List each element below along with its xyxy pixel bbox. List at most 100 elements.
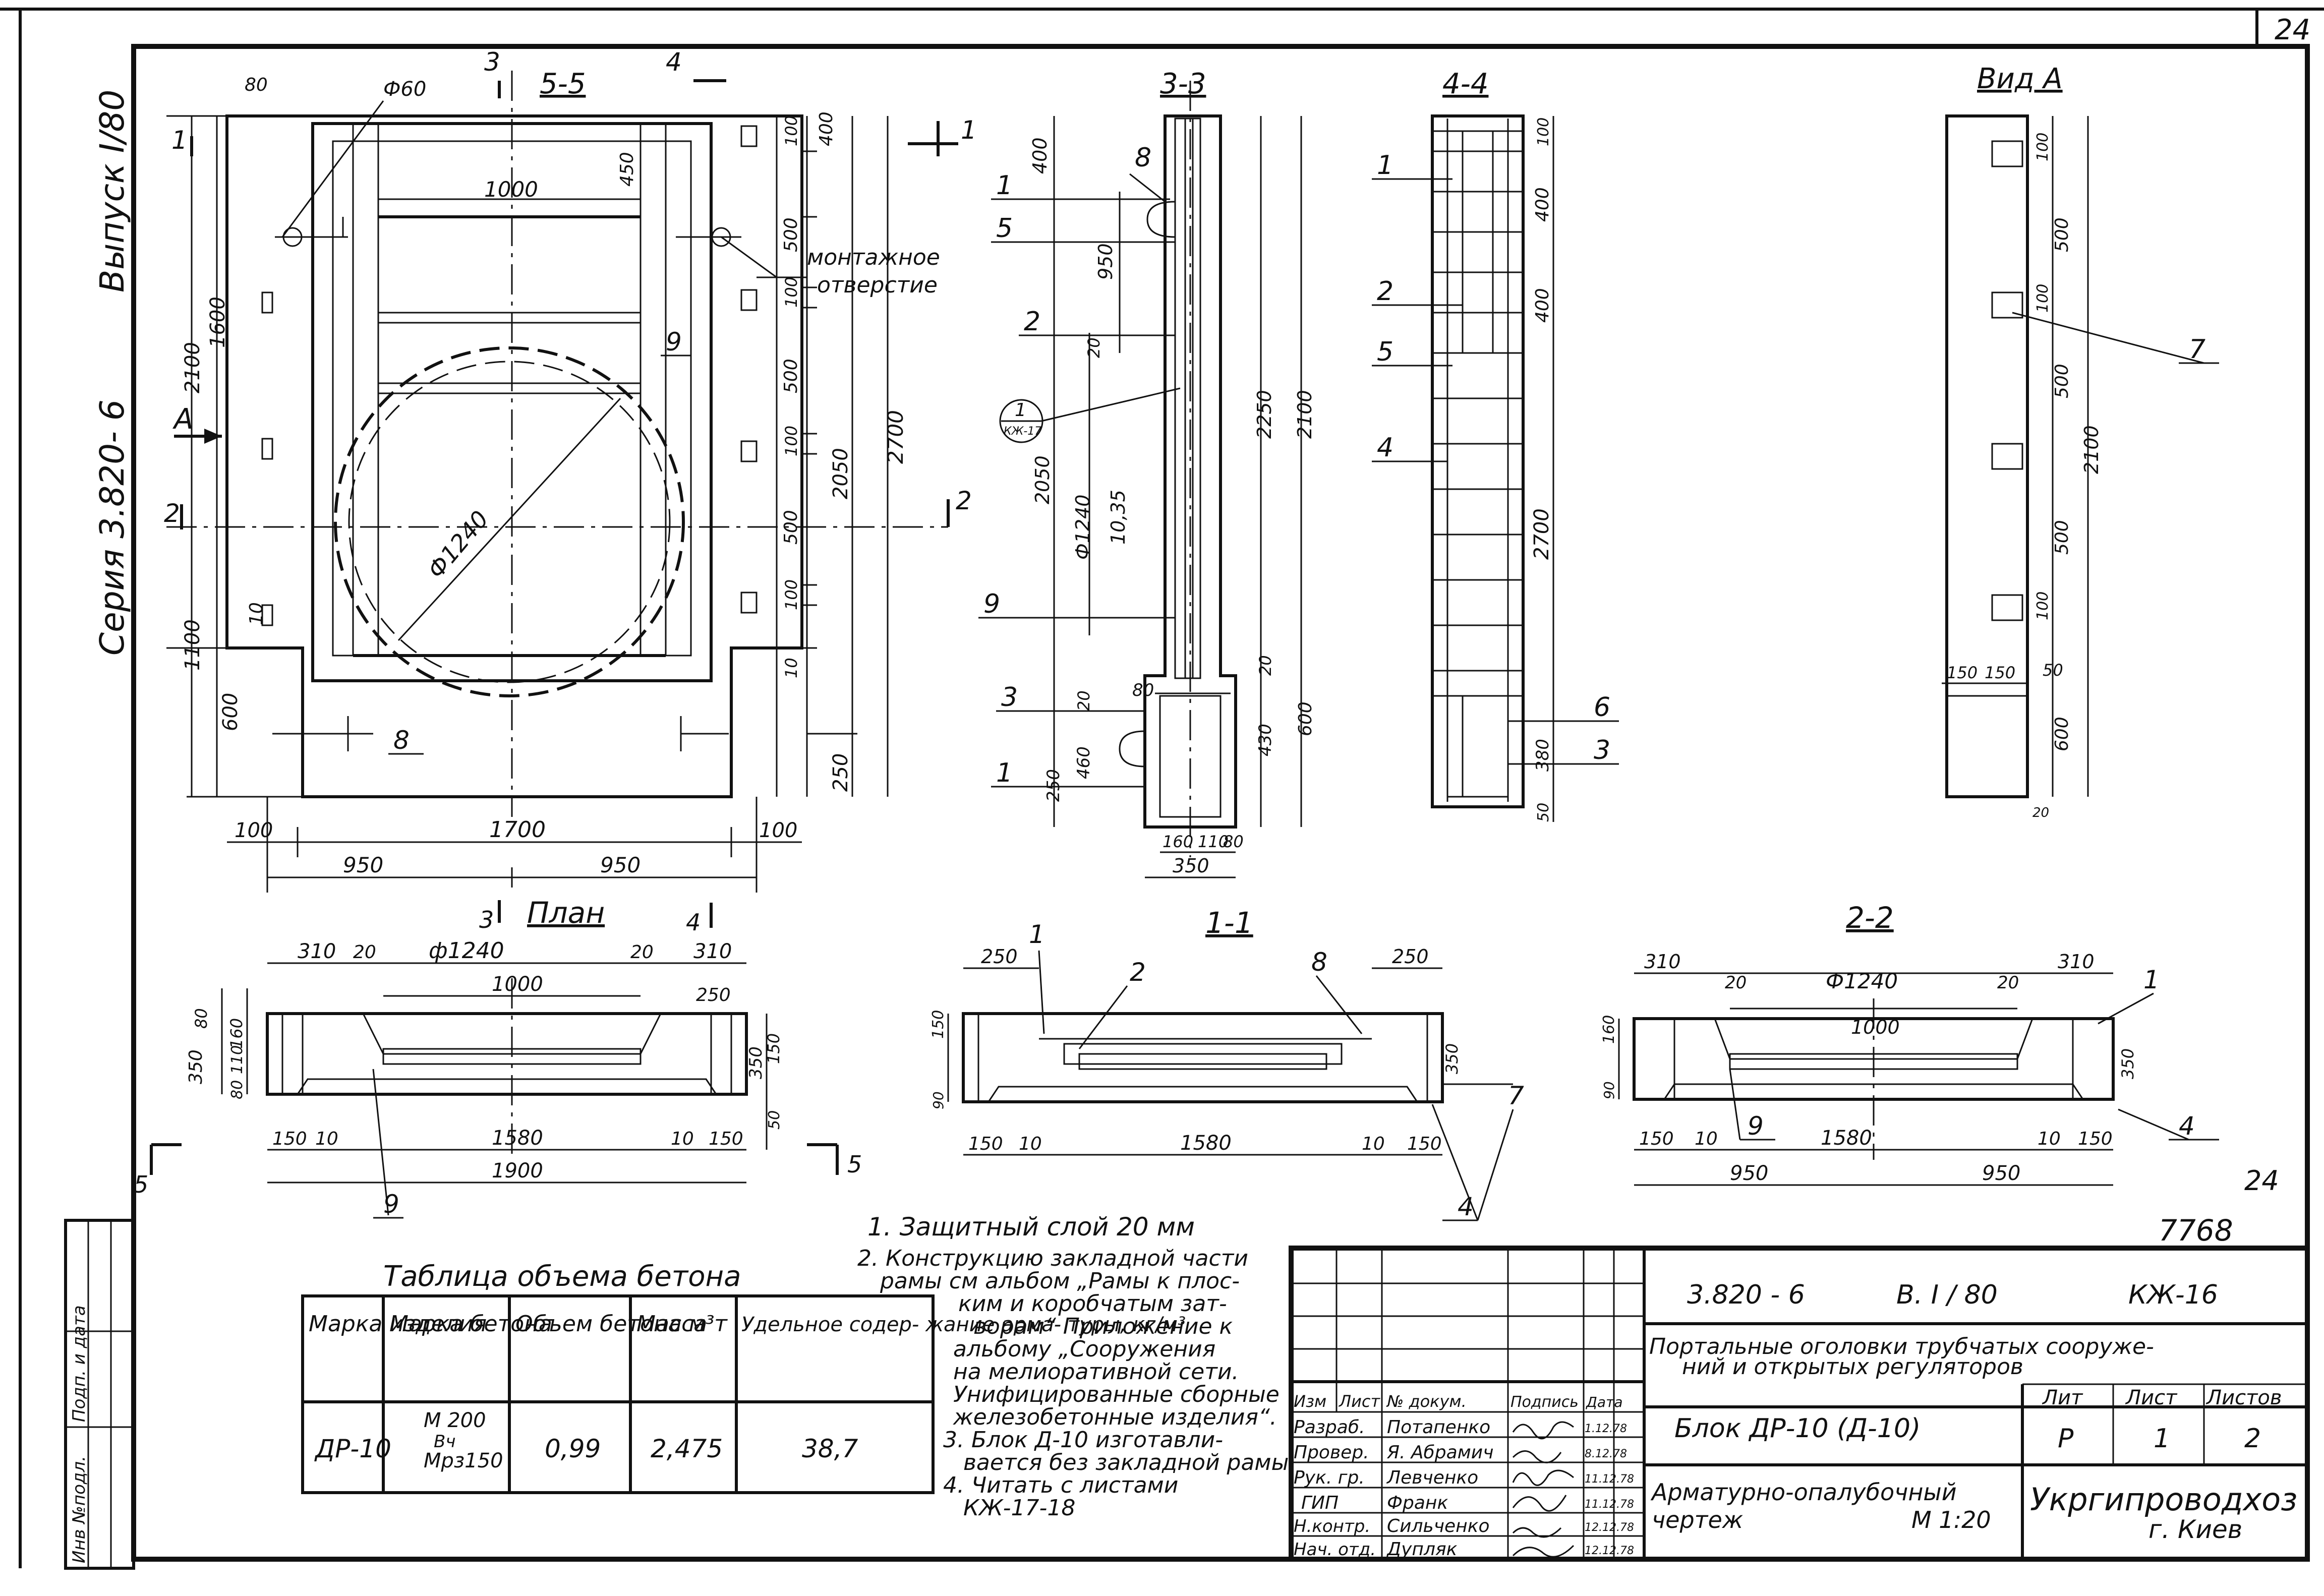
row-mark: ДР-10 [314, 1434, 391, 1463]
tb-col-doc: № докум. [1386, 1392, 1467, 1411]
plan-dim-1900: 1900 [492, 1159, 543, 1183]
sheet-frame: 24 [0, 8, 2324, 1562]
tb-col-list: Лист [1339, 1392, 1380, 1411]
dim-500-c: 500 [781, 510, 801, 545]
s22-dim-150-b: 150 [2078, 1129, 2113, 1149]
s11-label-8: 8 [1311, 948, 1327, 977]
tb-date-1: 8.12.78 [1585, 1448, 1627, 1460]
series-label: Серия 3.820- 6 [93, 399, 132, 656]
stamp-label-sign: Подп. и дата [69, 1305, 89, 1422]
tb-project-title: Портальные оголовки трубчатых сооруже- [1649, 1334, 2154, 1359]
col-concrete: Марка бетона [389, 1311, 552, 1337]
tb-name-2: Левченко [1386, 1467, 1478, 1488]
plan-dim-50: 50 [766, 1110, 783, 1130]
tb-stage: Р [2058, 1424, 2074, 1454]
s22-dim-1580: 1580 [1821, 1127, 1872, 1150]
plan-cut-5-right: 5 [847, 1151, 862, 1178]
dim-500-b: 500 [781, 359, 801, 393]
view-a-title: Вид А [1977, 63, 2063, 95]
s44-dim-2700: 2700 [1530, 508, 1553, 560]
note-3b: вается без закладной рамы [963, 1450, 1289, 1475]
s44-label-6: 6 [1594, 692, 1610, 723]
tb-project-title-2: ний и открытых регуляторов [1682, 1354, 2023, 1380]
dim-100-right: 100 [759, 819, 797, 842]
section-3-3-title: 3-3 [1160, 68, 1206, 100]
s11-label-2: 2 [1130, 958, 1146, 987]
tb-drawing-type: Арматурно-опалубочный [1650, 1479, 1957, 1506]
s11-dim-150-b: 150 [968, 1134, 1003, 1154]
dim-100-top: 100 [782, 115, 801, 146]
plan-dim-310-b: 310 [693, 940, 732, 963]
s11-dim-10-a: 10 [1019, 1134, 1042, 1154]
dim-100-left: 100 [235, 819, 273, 842]
s44-dim-400-b: 400 [1532, 288, 1553, 323]
row-concrete-2: Вч [434, 1432, 455, 1452]
s33-callout-ref: КЖ-17 [1004, 425, 1041, 438]
tb-col-izm: Изм [1294, 1392, 1326, 1411]
s22-dim-950-a: 950 [1730, 1162, 1768, 1185]
s22-dim-310-b: 310 [2058, 951, 2095, 973]
dim-2050: 2050 [829, 448, 852, 499]
plan-dim-110: 110 [228, 1045, 246, 1074]
s22-dim-150-a: 150 [1639, 1129, 1674, 1149]
dim-600: 600 [219, 693, 242, 731]
plan-dim-10-a: 10 [315, 1129, 338, 1149]
va-dim-500-a: 500 [2052, 217, 2072, 252]
s11-dim-1580: 1580 [1180, 1132, 1232, 1155]
s33-callout-num: 1 [1015, 400, 1026, 421]
tb-role-0: Разраб. [1294, 1417, 1365, 1438]
s11-dim-90: 90 [930, 1091, 947, 1109]
s22-dim-10-b: 10 [2038, 1129, 2061, 1149]
va-dim-100-c: 100 [2034, 592, 2052, 620]
tb-name-1: Я. Абрамич [1386, 1442, 1493, 1463]
s44-label-3: 3 [1594, 735, 1610, 765]
s22-dim-20-a: 20 [1725, 973, 1747, 993]
tb-sheet-label: Лист [2125, 1386, 2178, 1409]
va-dim-500-b: 500 [2052, 364, 2072, 398]
plan-dim-350-r: 350 [746, 1046, 766, 1079]
tb-city: г. Киев [2148, 1515, 2242, 1544]
s33-label-2: 2 [1024, 307, 1040, 337]
tb-sheet-code: КЖ-16 [2128, 1280, 2218, 1310]
view-a: Вид А 100 500 100 500 500 100 2100 600 5… [1942, 63, 2219, 820]
view-arrow-a: A [172, 403, 193, 436]
cut-3-top: 3 [484, 47, 500, 77]
s33-label-5: 5 [996, 213, 1013, 244]
s44-label-4: 4 [1377, 433, 1393, 463]
col-mass: Масса т [636, 1311, 728, 1337]
s11-dim-150-c: 150 [1407, 1134, 1442, 1154]
plan-cut-3: 3 [479, 906, 494, 933]
s33-dim-600: 600 [1295, 701, 1316, 736]
tb-code: 3.820 - 6 [1687, 1280, 1805, 1310]
title-block: Изм Лист № докум. Подпись Дата Разраб. П… [1289, 1246, 2310, 1562]
s44-label-5: 5 [1377, 337, 1393, 367]
va-dim-150-b: 150 [1985, 663, 2015, 682]
plan-view: План 3 4 310 20 ф1240 20 310 1000 250 80… [134, 896, 862, 1219]
va-dim-100-b: 100 [2034, 284, 2052, 313]
tb-col-date: Дата [1585, 1394, 1623, 1410]
section-2-2: 2-2 1 9 4 310 20 Ф1240 20 310 1000 160 9… [1600, 901, 2279, 1248]
label-8: 8 [393, 726, 410, 755]
tb-date-5: 12.12.78 [1585, 1545, 1634, 1557]
sheet-number-bottom: 24 [2244, 1165, 2279, 1197]
s22-dim-1000: 1000 [1851, 1016, 1900, 1038]
dim-1700: 1700 [489, 817, 546, 843]
note-mounting-hole-2: отверстие [817, 272, 938, 298]
row-concrete-3: Мрз150 [424, 1449, 503, 1472]
s44-dim-380: 380 [1533, 739, 1553, 772]
s33-label-1b: 1 [996, 758, 1013, 788]
tb-name-4: Сильченко [1387, 1516, 1489, 1536]
plan-dim-1580: 1580 [492, 1127, 543, 1150]
note-2b: рамы см альбом „Рамы к плос- [880, 1268, 1240, 1294]
note-3a: 3. Блок Д-10 изготавли- [943, 1427, 1223, 1453]
section-1-1-title: 1-1 [1205, 906, 1253, 940]
cut-2-right: 2 [956, 486, 972, 515]
plan-dim-80-b: 80 [228, 1080, 246, 1099]
plan-cut-5-left: 5 [134, 1171, 148, 1198]
s33-dim-2100: 2100 [1294, 390, 1316, 439]
dim-950-left: 950 [343, 853, 383, 877]
dim-450: 450 [617, 152, 637, 187]
archive-number: 7768 [2159, 1213, 2233, 1248]
s33-dim-460: 460 [1074, 746, 1094, 779]
tb-name-0: Потапенко [1387, 1417, 1490, 1438]
